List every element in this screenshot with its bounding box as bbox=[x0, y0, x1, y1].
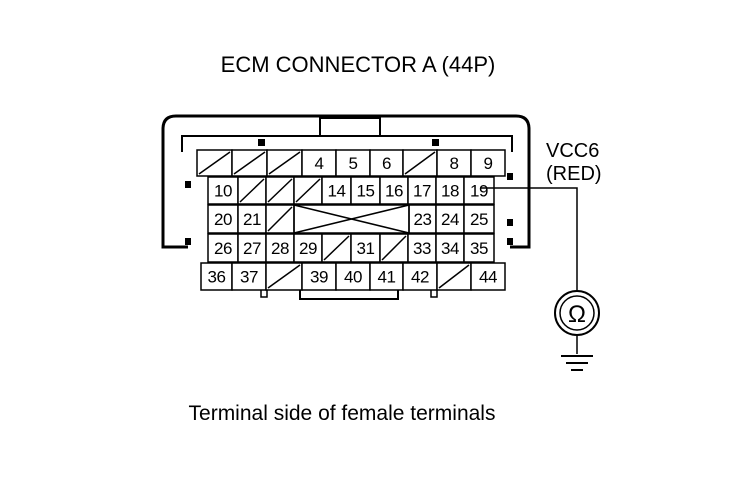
terminal-number: 36 bbox=[208, 268, 226, 287]
ohm-symbol: Ω bbox=[568, 301, 586, 328]
terminal-number: 23 bbox=[414, 210, 432, 229]
empty-terminal-slash bbox=[268, 151, 301, 175]
empty-terminal-slash bbox=[267, 264, 301, 289]
terminal-cell bbox=[463, 204, 495, 234]
empty-terminal-slash bbox=[267, 178, 293, 203]
empty-terminal-slash bbox=[267, 206, 293, 232]
empty-terminal-slash bbox=[239, 178, 265, 203]
terminal-number: 29 bbox=[299, 239, 317, 258]
empty-terminal-slash bbox=[198, 151, 231, 175]
terminal-number: 14 bbox=[328, 182, 346, 201]
terminal-cell bbox=[402, 262, 438, 291]
terminal-number: 8 bbox=[450, 154, 459, 173]
terminal-number: 21 bbox=[243, 210, 261, 229]
terminal-cell bbox=[237, 204, 267, 234]
wire-color-label: (RED) bbox=[546, 163, 602, 185]
empty-terminal-slash bbox=[438, 264, 470, 289]
terminal-cell bbox=[321, 176, 352, 205]
terminal-cell bbox=[435, 233, 465, 263]
terminal-number: 20 bbox=[214, 210, 232, 229]
empty-terminal-slash bbox=[233, 151, 266, 175]
empty-terminal-slash bbox=[404, 151, 436, 175]
terminal-cell bbox=[379, 176, 409, 205]
terminal-number: 28 bbox=[271, 239, 289, 258]
terminal-cell bbox=[470, 149, 506, 177]
terminal-cell bbox=[350, 176, 381, 205]
ground-icon bbox=[561, 355, 593, 371]
terminal-number: 9 bbox=[484, 154, 493, 173]
terminal-cell bbox=[470, 262, 506, 291]
terminal-number: 18 bbox=[441, 182, 459, 201]
terminal-cell bbox=[231, 262, 267, 291]
terminal-number: 19 bbox=[470, 182, 488, 201]
ohmmeter-icon: Ω bbox=[554, 290, 600, 336]
connector-keys bbox=[185, 139, 513, 245]
terminal-number: 39 bbox=[310, 268, 328, 287]
unused-region-marker bbox=[293, 204, 410, 234]
terminal-cell bbox=[350, 233, 381, 263]
terminal-number: 15 bbox=[357, 182, 375, 201]
terminal-number: 10 bbox=[214, 182, 232, 201]
terminal-number: 5 bbox=[349, 154, 358, 173]
terminal-cell bbox=[407, 233, 437, 263]
terminal-cell bbox=[463, 233, 495, 263]
empty-terminal-slash bbox=[295, 178, 321, 203]
terminal-number: 41 bbox=[378, 268, 396, 287]
terminal-number: 24 bbox=[441, 210, 459, 229]
terminal-number: 42 bbox=[411, 268, 429, 287]
terminal-number: 6 bbox=[382, 154, 391, 173]
terminal-grid: 4 5 6 8 9 10 14 15 16 17 18 19 20 21 23 24 25 26 27 28 29 31 3… bbox=[196, 149, 506, 291]
terminal-cell bbox=[408, 204, 437, 234]
terminal-cell bbox=[435, 176, 465, 205]
terminal-number: 17 bbox=[413, 182, 431, 201]
empty-terminal-slash bbox=[381, 235, 407, 261]
terminal-cell bbox=[335, 262, 371, 291]
terminal-number: 16 bbox=[385, 182, 403, 201]
empty-terminal-slash bbox=[323, 235, 350, 261]
terminal-number: 40 bbox=[344, 268, 362, 287]
terminal-number: 37 bbox=[240, 268, 258, 287]
terminal-number: 25 bbox=[470, 210, 488, 229]
terminal-number: 31 bbox=[357, 239, 375, 258]
wire-name-label: VCC6 bbox=[546, 140, 599, 162]
terminal-cell bbox=[407, 176, 437, 205]
diagram-title: ECM CONNECTOR A (44P) bbox=[221, 52, 496, 77]
terminal-cell bbox=[463, 176, 495, 205]
terminal-number: 44 bbox=[479, 268, 497, 287]
terminal-number: 4 bbox=[315, 154, 324, 173]
terminal-number: 34 bbox=[441, 239, 459, 258]
terminal-number: 35 bbox=[470, 239, 488, 258]
terminal-cell bbox=[301, 149, 337, 177]
terminal-cell bbox=[435, 204, 465, 234]
terminal-cell bbox=[265, 233, 295, 263]
diagram-caption: Terminal side of female terminals bbox=[189, 402, 496, 425]
terminal-cell bbox=[200, 262, 233, 291]
terminal-number: 27 bbox=[243, 239, 261, 258]
probe-wire bbox=[480, 187, 578, 354]
terminal-cell bbox=[207, 204, 239, 234]
terminal-number: 26 bbox=[214, 239, 232, 258]
terminal-cell bbox=[301, 262, 337, 291]
terminal-number: 33 bbox=[413, 239, 431, 258]
connector-housing bbox=[161, 114, 531, 300]
